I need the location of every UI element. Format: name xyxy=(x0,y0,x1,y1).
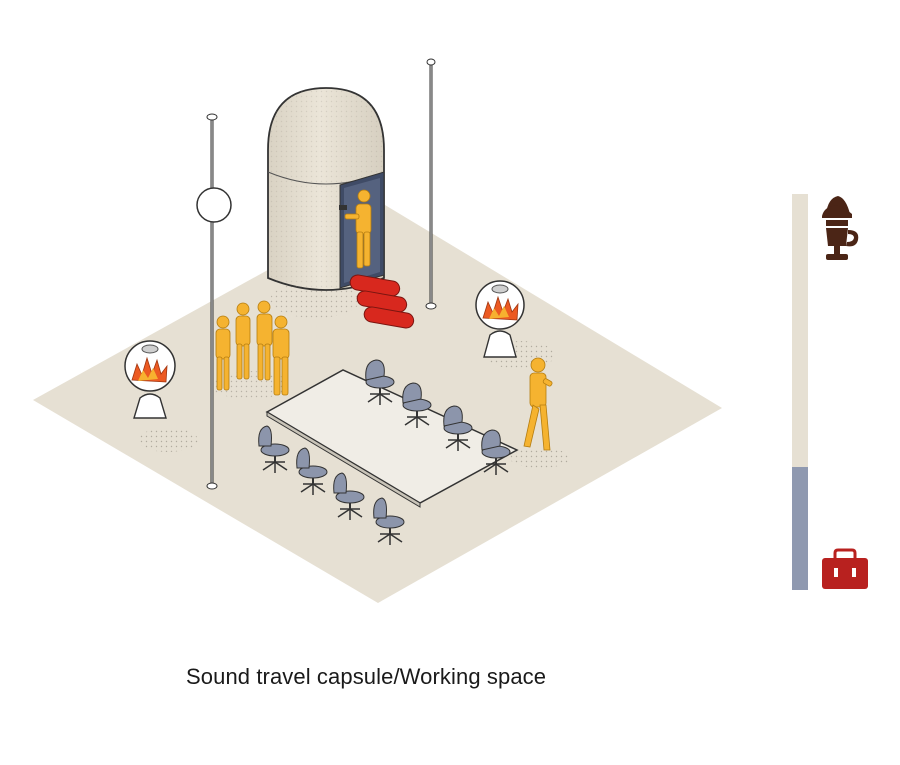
capsule-steps xyxy=(349,274,415,329)
standing-people-group xyxy=(215,300,290,396)
conference-table xyxy=(265,369,519,508)
office-chair xyxy=(373,497,405,545)
floor-shadow xyxy=(138,428,198,452)
coffee-cup-icon xyxy=(822,196,859,260)
office-chair xyxy=(296,447,328,495)
pole-light-left xyxy=(196,113,232,490)
floor-shadow xyxy=(510,448,570,468)
office-chair xyxy=(443,405,473,451)
chairs xyxy=(258,359,511,545)
activity-meter xyxy=(792,194,808,590)
office-chair xyxy=(402,382,432,428)
office-chair xyxy=(481,429,511,475)
floor-shadow xyxy=(270,282,360,318)
fire-globe-right xyxy=(475,280,525,358)
office-chair xyxy=(333,472,365,520)
pole-right xyxy=(425,58,437,310)
meter-fill xyxy=(792,467,808,590)
fire-globe-left xyxy=(124,340,176,419)
office-chair xyxy=(258,425,290,473)
office-chair xyxy=(365,359,395,405)
person-in-capsule xyxy=(344,189,372,269)
walking-person xyxy=(523,357,553,451)
globe-lamp xyxy=(196,187,232,223)
diagram-caption: Sound travel capsule/Working space xyxy=(186,664,547,689)
briefcase-icon xyxy=(822,548,868,589)
